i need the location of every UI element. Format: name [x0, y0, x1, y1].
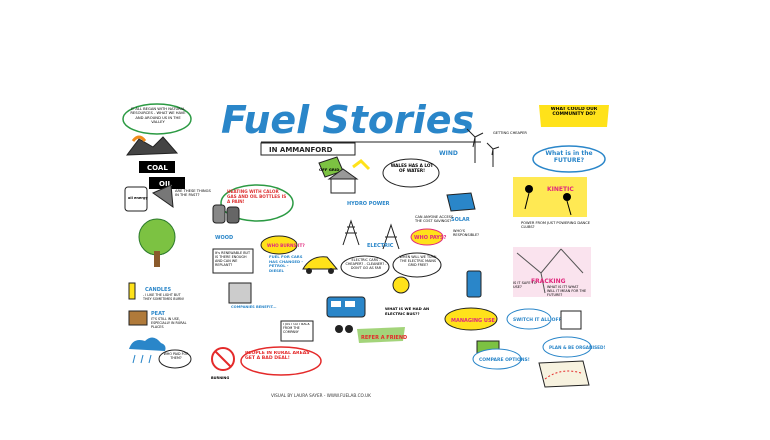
wood-label: WOOD — [215, 235, 233, 241]
kinetic-panel — [513, 177, 587, 217]
tree-icon — [138, 218, 176, 256]
managing-use-label: MANAGING USE — [451, 318, 496, 324]
switch-icon — [560, 310, 582, 330]
cost-savings-note: CAN ANYONE ACCESS THE COST SAVINGS? — [415, 215, 454, 224]
phone-icon — [466, 270, 482, 298]
fracking-safe-note: IS IT SAFE TO USE? — [513, 281, 537, 290]
compare-bubble — [472, 348, 522, 370]
future-note: What is in the FUTURE? — [545, 150, 593, 164]
water-note: WALES HAS A LOT OF WATER! — [390, 163, 434, 173]
community-highlight — [539, 105, 609, 127]
rural-bubble — [240, 346, 322, 376]
wind-turbine-icon — [466, 128, 500, 167]
rain-bubble — [158, 349, 192, 369]
fuel-cars-note: FUEL FOR CARS HAS CHANGED - PETROL - DIE… — [269, 255, 303, 273]
coal-label: COAL — [147, 164, 168, 172]
coal-bar — [139, 161, 175, 173]
poster-subtitle: IN AMMANFORD — [269, 146, 333, 154]
wood-note-box — [212, 248, 254, 274]
burning-bubble — [260, 235, 298, 255]
compare-label: COMPARE OPTIONS! — [479, 357, 530, 363]
dance-note: POWER FROM JUST POWERING DANCE CLUBS? — [521, 221, 591, 230]
pylon-icon — [342, 219, 400, 250]
oil-energy-label: oil energy — [128, 196, 148, 200]
company-quote: I JUST GOT BACK FROM THE COMPANY — [283, 323, 310, 334]
candles-note: - I LIKE THE LIGHT BUT THEY SOMETIMES BU… — [143, 293, 185, 301]
rain-cloud-icon — [129, 337, 166, 351]
poster-title: Fuel Stories — [221, 98, 474, 142]
who-pays-label: WHO PAYS? — [414, 235, 447, 241]
responsible-note: WHO'S RESPONSIBLE? — [453, 229, 480, 238]
credit-line: VISUAL BY LAURA SAYER - WWW.FUELAB.CO.UK — [271, 393, 371, 398]
fracking-note: WHAT IS IT? WHAT WILL IT MEAN FOR THE FU… — [547, 285, 587, 297]
companies-note: COMPANIES BENEFIT... — [231, 305, 277, 309]
electric-bus-note: WHAT IS WE HAD AN ELECTRIC BUS?? — [385, 307, 430, 316]
peat-note: IT'S STILL IN USE, ESPECIALLY IN RURAL P… — [151, 317, 187, 329]
past-note: ARE THESE THINGS IN THE PAST? — [175, 189, 211, 198]
fracking-label: FRACKING — [531, 278, 566, 285]
solar-label: SOLAR — [451, 217, 470, 223]
oil-label: OIL — [159, 180, 173, 188]
future-bubble — [532, 145, 606, 173]
oil-bar — [149, 177, 185, 189]
electric-cars-bubble — [340, 255, 390, 279]
fuel-stories-poster: Fuel Stories IN AMMANFORD IT ALL BEGAN W… — [121, 97, 611, 403]
wood-note: It's RENEWABLE BUT IS THERE ENOUGH AND C… — [215, 251, 251, 267]
plan-label: PLAN & BE ORGANISED! — [549, 345, 605, 350]
car-icon — [302, 256, 339, 270]
grid-bubble — [392, 252, 442, 278]
solar-panel-icon — [446, 192, 476, 212]
subtitle-banner — [260, 142, 356, 156]
switch-off-bubble — [506, 308, 552, 330]
rural-note: PEOPLE IN RURAL AREAS GET A BAD DEAL! — [245, 351, 310, 362]
managing-use-bubble — [444, 307, 498, 331]
house-icon — [330, 178, 356, 194]
candle-icon — [128, 282, 136, 300]
factory-icon — [228, 282, 252, 304]
electric-label: ELECTRIC — [367, 243, 394, 249]
who-pays-bubble — [410, 228, 444, 246]
cheaper-note: GETTING CHEAPER — [493, 131, 527, 135]
poster-illustration: Fuel Stories IN AMMANFORD IT ALL BEGAN W… — [122, 98, 609, 398]
oil-barrel-icon — [124, 186, 148, 212]
off-grid-label: OFF GRID — [319, 167, 339, 172]
kinetic-label: KINETIC — [547, 186, 574, 193]
resources-bubble — [122, 103, 192, 135]
hydro-label: HYDRO POWER — [347, 201, 390, 207]
coal-pile-icon — [125, 136, 179, 156]
grid-note: WHEN WILL WE TURN THE ELECTRIC MAINS GRI… — [399, 255, 437, 267]
plan-bubble — [542, 336, 592, 358]
map-icon — [538, 360, 590, 388]
community-note: WHAT COULD OUR COMMUNITY DO? — [550, 107, 598, 118]
candles-label: CANDLES — [145, 287, 171, 293]
refer-friend-label: REFER A FRIEND — [361, 335, 407, 341]
electric-cars-note: ELECTRIC CARS - CHEAPER? - CLEANER? - DO… — [345, 258, 387, 270]
resources-note: IT ALL BEGAN WITH NATURAL RESOURCES - WH… — [130, 107, 186, 125]
switch-off-label: SWITCH IT ALL OFF! — [513, 317, 564, 323]
wind-label: WIND — [439, 150, 458, 157]
rain-note: WHO PAID FOR THEM? — [163, 352, 189, 360]
water-bubble — [382, 158, 440, 188]
peat-label: PEAT — [151, 311, 166, 317]
bulb-icon — [392, 276, 410, 294]
burning-label: BURNING — [211, 376, 229, 380]
burning-question: WHO BURNS IT? — [267, 243, 305, 248]
peat-icon — [128, 310, 148, 326]
heating-note: HEATING WITH CALOR GAS AND OIL BOTTLES I… — [227, 189, 287, 204]
